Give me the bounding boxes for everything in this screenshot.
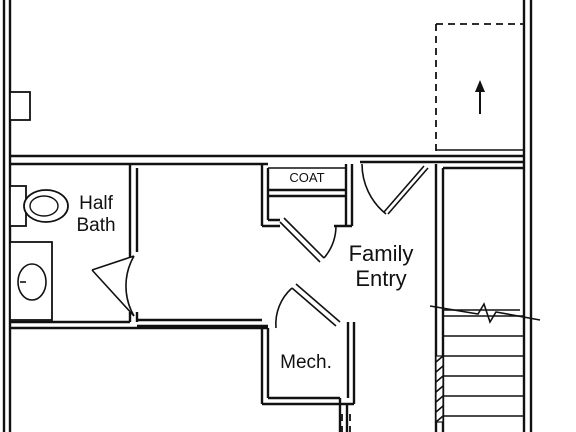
toilet-icon	[9, 185, 69, 227]
stair-break-icon	[429, 302, 541, 324]
door-half-bath	[91, 255, 135, 317]
wall-box-icon	[9, 91, 31, 121]
coat-label: COAT	[289, 170, 324, 185]
stairs	[435, 309, 524, 423]
sink-icon	[9, 241, 53, 321]
up-arrow-icon	[475, 80, 485, 114]
door-coat-closet	[279, 217, 337, 263]
family-entry-label-line2: Entry	[355, 266, 406, 291]
mech-label: Mech.	[280, 352, 332, 373]
walls	[2, 0, 533, 432]
half-bath-label-line2: Bath	[76, 215, 115, 236]
family-entry-label-line1: Family	[349, 241, 414, 266]
dashed-stub	[341, 414, 351, 432]
door-entry	[360, 154, 429, 215]
dashed-outline	[435, 23, 524, 156]
half-bath-label-line1: Half	[79, 193, 114, 214]
door-mech	[275, 283, 341, 329]
